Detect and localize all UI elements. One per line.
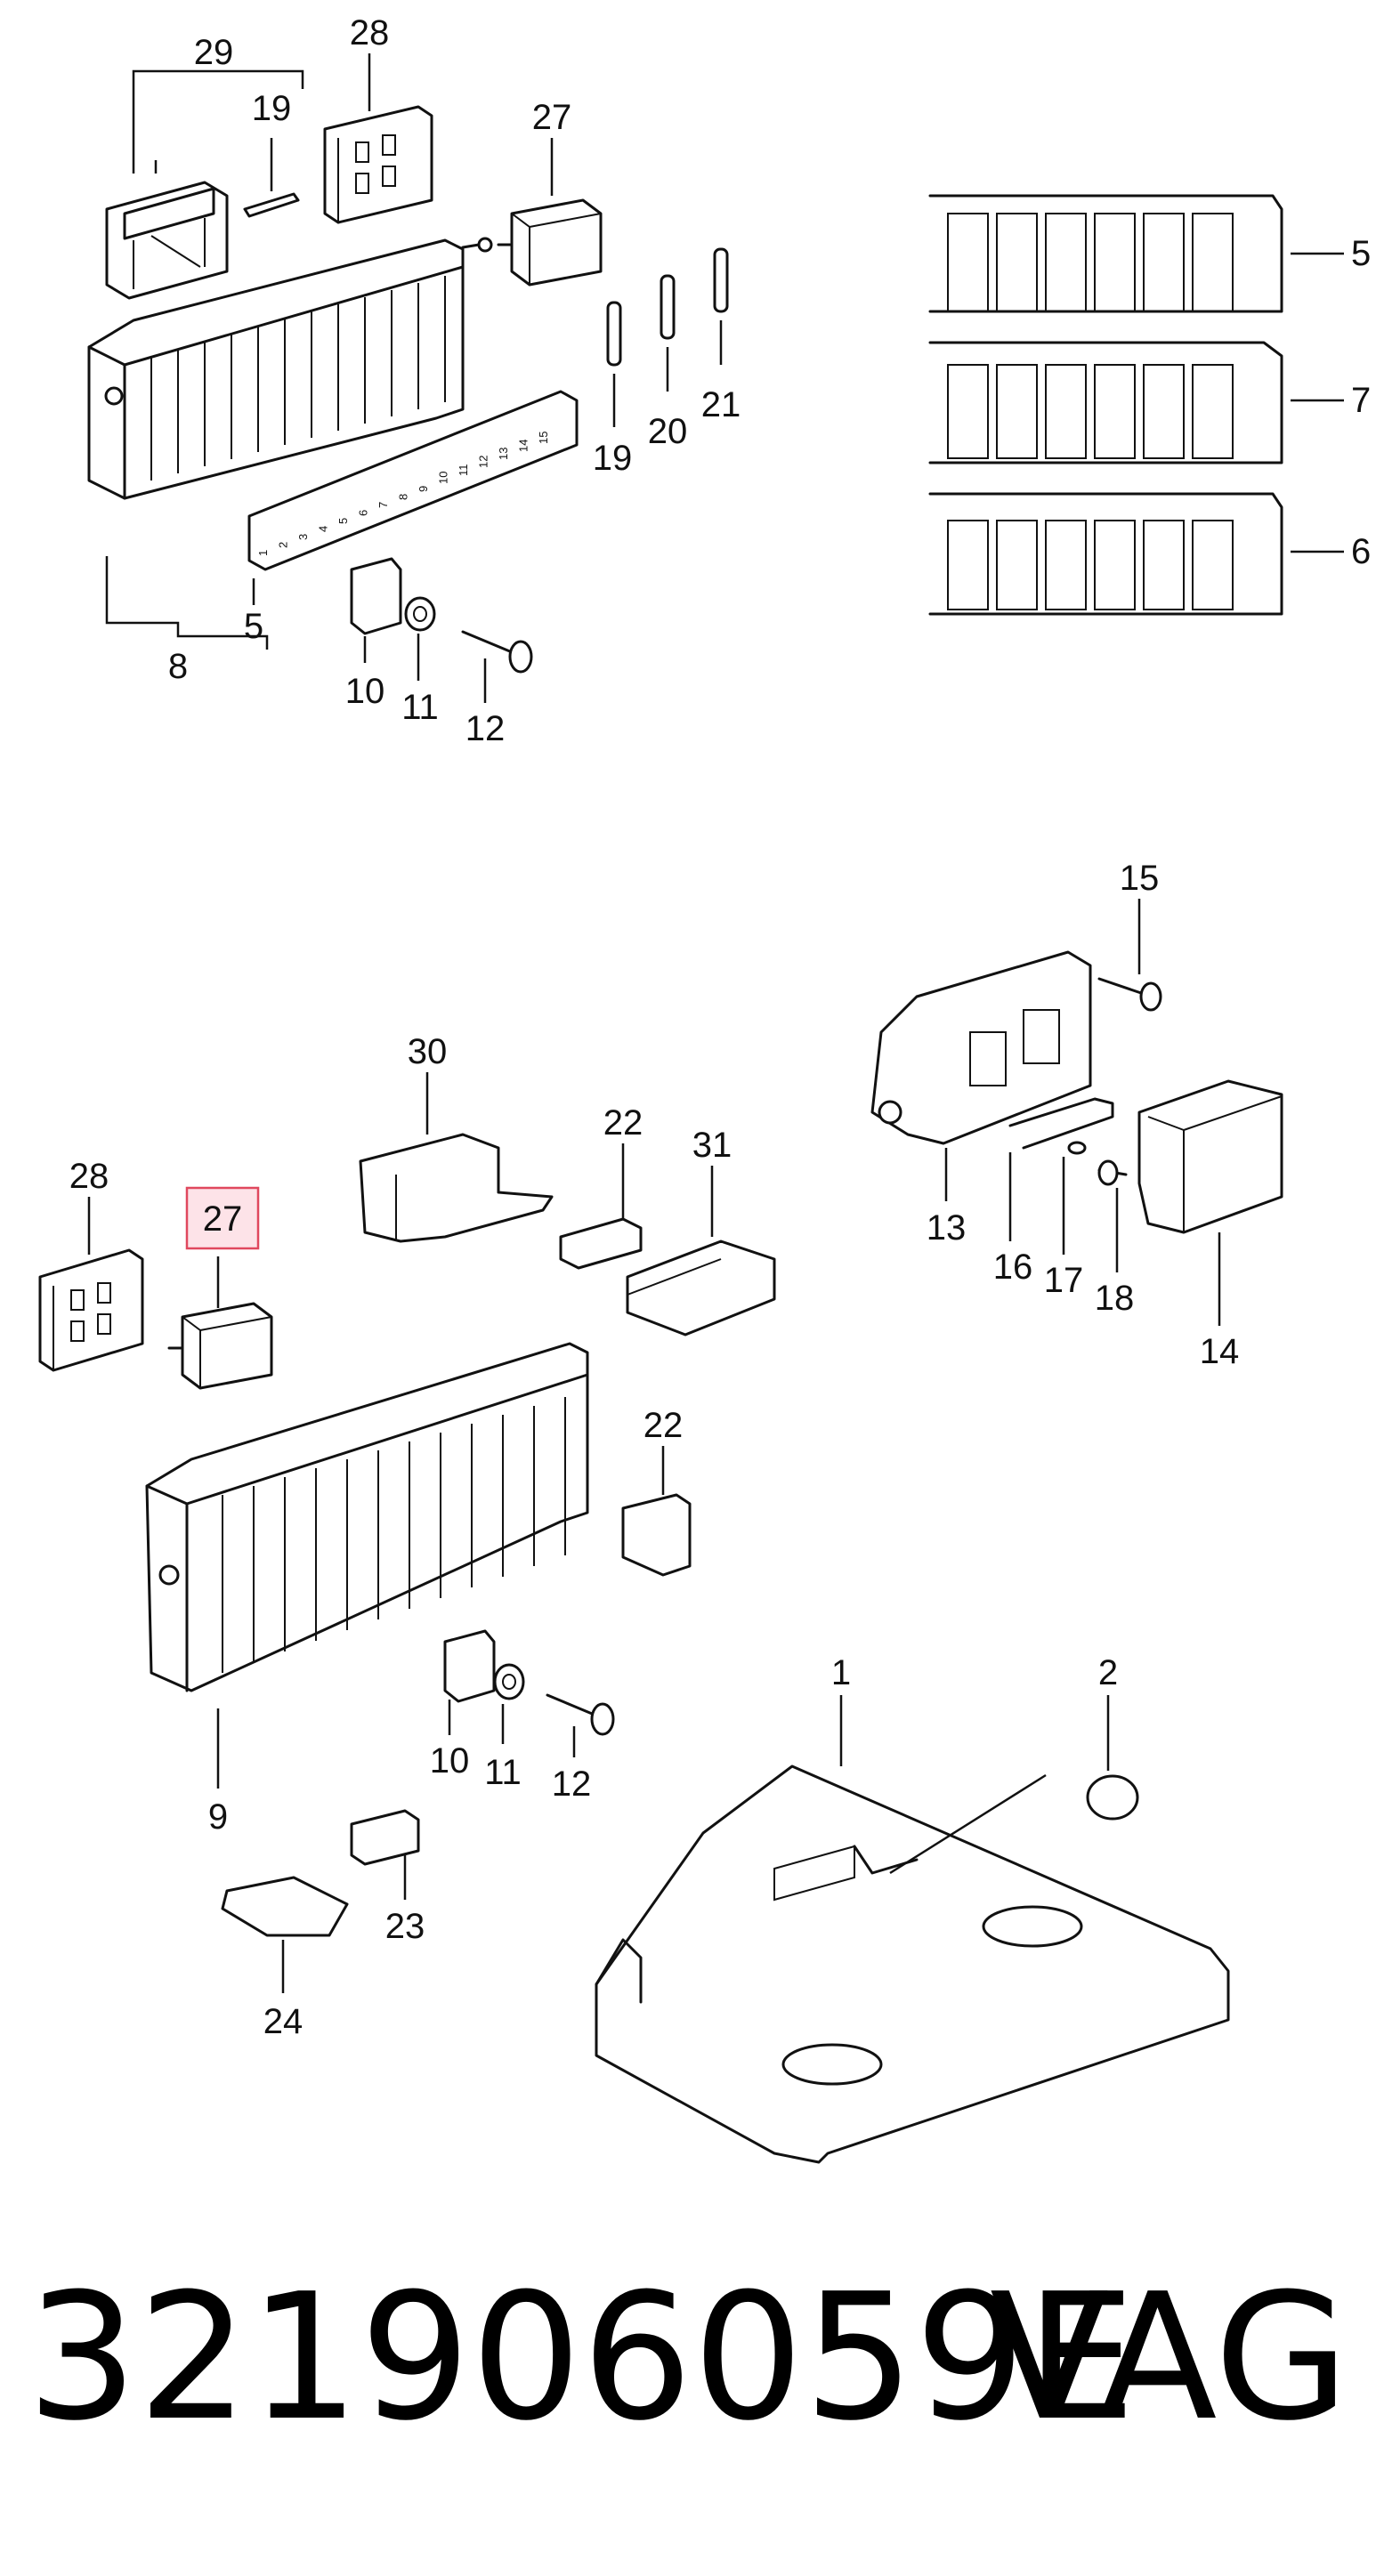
callout-1: 1 (831, 1653, 851, 1692)
callout-11: 11 (484, 1753, 522, 1792)
relay-socket-28 (38, 1248, 144, 1372)
callout-28-socket: 28 (69, 1157, 109, 1196)
fuse-strip-variant-6 (928, 492, 1283, 616)
callout-5: 5 (244, 607, 263, 646)
callout-29: 29 (194, 33, 234, 72)
callout-27-highlighted: 27 (203, 1199, 243, 1239)
strip-label-10: 10 (437, 472, 450, 484)
callout-31: 31 (692, 1126, 733, 1165)
strip-label-9: 9 (417, 486, 430, 492)
callout-24: 24 (263, 2002, 304, 2041)
callout-8: 8 (168, 647, 188, 686)
leader-lines (87, 53, 1344, 1993)
fuse-22 (621, 1493, 692, 1577)
callout-22-top: 22 (603, 1103, 643, 1143)
strip-label-8: 8 (397, 494, 410, 500)
callout-9: 9 (208, 1797, 228, 1837)
callout-30: 30 (408, 1032, 448, 1071)
callout-20: 20 (648, 412, 688, 451)
callout-10: 10 (430, 1741, 470, 1781)
strip-label-2: 2 (277, 542, 290, 548)
callout-12: 12 (552, 1764, 592, 1804)
callout-28: 28 (350, 13, 390, 52)
cover-31 (626, 1240, 776, 1336)
callout-19: 19 (252, 89, 292, 128)
strip-label-13: 13 (497, 448, 510, 460)
screw-12-top (461, 630, 533, 674)
fuse-relay-box-9 (145, 1342, 589, 1692)
callout-16: 16 (993, 1248, 1033, 1287)
bracket-10-top (350, 557, 402, 635)
relay-27-highlighted (167, 1302, 273, 1390)
washer-17 (1067, 1141, 1087, 1155)
callout-7: 7 (1351, 381, 1371, 420)
strip-label-4: 4 (317, 526, 330, 532)
clip-23 (350, 1809, 420, 1866)
screw-18 (1097, 1159, 1128, 1186)
relay-27-top (497, 198, 603, 287)
callout-21: 21 (701, 385, 741, 424)
callout-12-top: 12 (465, 709, 506, 748)
brand-name: VAG (989, 2257, 1349, 2459)
strip-label-7: 7 (376, 502, 390, 508)
clip-16 (1008, 1097, 1114, 1150)
callout-10-top: 10 (345, 672, 385, 711)
strip-label-1: 1 (256, 550, 270, 556)
bracket-10 (443, 1629, 496, 1703)
strip-label-3: 3 (296, 534, 310, 540)
clip-24 (221, 1876, 349, 1937)
strip-label-15: 15 (537, 432, 550, 444)
part-number: 321906059E (27, 2257, 1137, 2459)
strip-label-6: 6 (357, 510, 370, 516)
callout-15: 15 (1120, 859, 1160, 898)
strip-label-12: 12 (477, 456, 490, 468)
callout-27: 27 (532, 98, 572, 137)
glass-fuse-20 (660, 274, 676, 340)
callout-23: 23 (385, 1907, 425, 1946)
relay-29 (105, 181, 229, 300)
callout-19-fuse: 19 (593, 439, 633, 478)
plug-2 (889, 1773, 1139, 1875)
highlight-box (185, 1186, 260, 1250)
relay-carrier-30 (359, 1133, 554, 1243)
fuse-strip-variant-5 (928, 194, 1283, 313)
screw-15 (1097, 977, 1162, 1012)
fuse-relay-box-top (87, 237, 493, 500)
callout-5-right: 5 (1351, 234, 1371, 273)
callout-11-top: 11 (401, 688, 439, 727)
housing-bracket-13 (870, 950, 1092, 1145)
strip-label-14: 14 (517, 440, 530, 452)
callout-2: 2 (1098, 1653, 1118, 1692)
callout-numbers: 29 19 28 27 5 7 6 19 20 21 5 8 10 11 12 … (69, 13, 1372, 2041)
washer-11 (493, 1663, 525, 1700)
strip-label-11: 11 (457, 464, 470, 477)
strip-label-5: 5 (336, 518, 350, 524)
mounting-plate-1 (595, 1764, 1230, 2164)
callout-17: 17 (1044, 1261, 1084, 1300)
callout-13: 13 (927, 1208, 967, 1248)
glass-fuse-21 (713, 247, 729, 313)
callout-6: 6 (1351, 532, 1371, 571)
washer-11-top (404, 596, 436, 632)
fuse-22-top (559, 1217, 643, 1270)
relay-socket-28-top (323, 105, 433, 224)
screw-12 (546, 1693, 615, 1736)
callout-14: 14 (1200, 1332, 1240, 1371)
cover-14 (1137, 1079, 1283, 1234)
callout-22: 22 (643, 1406, 684, 1445)
glass-fuse-19-top (243, 192, 300, 218)
fuse-strip-variant-7 (928, 341, 1283, 464)
callout-18: 18 (1095, 1279, 1135, 1318)
glass-fuse-19 (606, 301, 622, 367)
